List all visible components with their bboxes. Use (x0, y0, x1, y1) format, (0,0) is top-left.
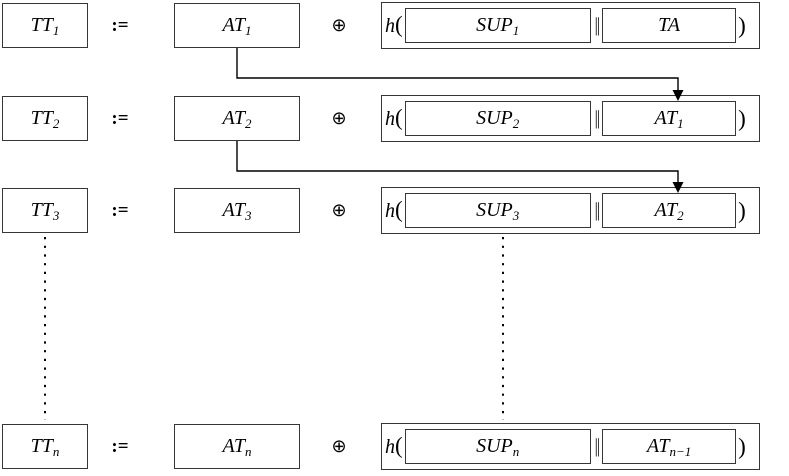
sup3-label: SUP3 (476, 198, 520, 223)
assign-operator: := (111, 108, 129, 129)
sup2-label: SUP2 (476, 106, 520, 131)
hash-function-label: h( (385, 197, 403, 222)
chain2-box: AT1 (602, 101, 737, 136)
xor-operator-icon: ⊕ (331, 108, 347, 129)
xor-operator-icon: ⊕ (331, 436, 347, 457)
chain3-box: AT2 (602, 193, 737, 228)
chainn-label: ATn−1 (646, 434, 692, 459)
at2-label: AT2 (222, 106, 252, 131)
close-paren-label: ) (738, 106, 746, 131)
tt2-box: TT2 (2, 96, 88, 141)
hash-function-label: h( (385, 433, 403, 458)
hash-box-3: h( SUP3 || AT2 ) (381, 187, 760, 234)
equation-row-3: TT3 := AT3 ⊕ h( SUP3 || AT2 ) (0, 187, 789, 234)
sup3-box: SUP3 (404, 193, 591, 228)
equation-row-2: TT2 := AT2 ⊕ h( SUP2 || AT1 ) (0, 95, 789, 142)
hash-box-2: h( SUP2 || AT1 ) (381, 95, 760, 142)
equation-row-1: TT1 := AT1 ⊕ h( SUP1 || TA ) (0, 2, 789, 49)
close-paren-label: ) (738, 13, 746, 38)
chainn-box: ATn−1 (602, 429, 737, 464)
tt1-label: TT1 (30, 13, 60, 38)
atn-box: ATn (174, 424, 300, 469)
tt3-box: TT3 (2, 188, 88, 233)
hash-box-1: h( SUP1 || TA ) (381, 2, 760, 49)
chain2-label: AT1 (654, 106, 684, 131)
tt2-label: TT2 (30, 106, 60, 131)
assign-operator: := (111, 200, 129, 221)
assign-operator: := (111, 15, 129, 36)
at1-box: AT1 (174, 3, 300, 48)
assign-operator: := (111, 436, 129, 457)
concat-operator: || (594, 199, 601, 221)
tt3-label: TT3 (30, 198, 60, 223)
at1-label: AT1 (222, 13, 252, 38)
concat-operator: || (594, 14, 601, 36)
at2-box: AT2 (174, 96, 300, 141)
xor-operator-icon: ⊕ (331, 15, 347, 36)
chain1-box: TA (602, 8, 737, 43)
concat-operator: || (594, 107, 601, 129)
chain-arrow-2 (236, 141, 679, 184)
hash-function-label: h( (385, 105, 403, 130)
chain3-label: AT2 (654, 198, 684, 223)
sup1-label: SUP1 (476, 13, 520, 38)
equation-row-n: TTn := ATn ⊕ h( SUPn || ATn−1 ) (0, 423, 789, 470)
close-paren-label: ) (738, 434, 746, 459)
chain1-label: TA (658, 13, 680, 36)
concat-operator: || (594, 435, 601, 457)
supn-label: SUPn (476, 434, 520, 459)
sup2-box: SUP2 (404, 101, 591, 136)
xor-operator-icon: ⊕ (331, 200, 347, 221)
chain-arrow-1 (236, 48, 679, 92)
ttn-box: TTn (2, 424, 88, 469)
tt1-box: TT1 (2, 3, 88, 48)
hash-box-n: h( SUPn || ATn−1 ) (381, 423, 760, 470)
close-paren-label: ) (738, 198, 746, 223)
hash-function-label: h( (385, 12, 403, 37)
sup1-box: SUP1 (404, 8, 591, 43)
at3-box: AT3 (174, 188, 300, 233)
ttn-label: TTn (30, 434, 60, 459)
at3-label: AT3 (222, 198, 252, 223)
supn-box: SUPn (404, 429, 591, 464)
atn-label: ATn (222, 434, 252, 459)
